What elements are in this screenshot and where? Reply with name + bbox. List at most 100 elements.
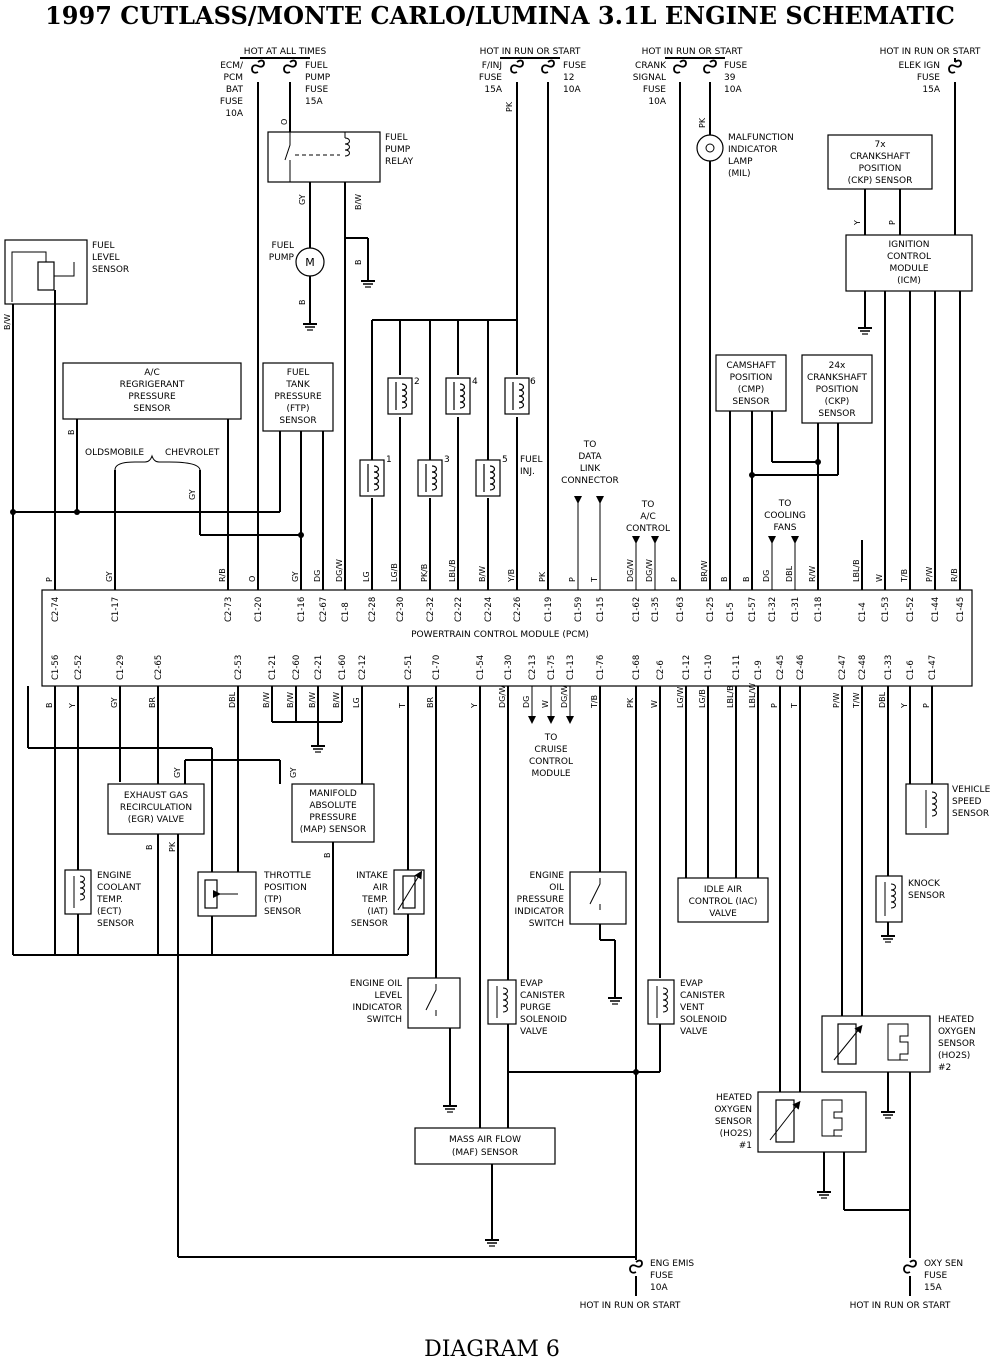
wire-color-label: R/W [808,566,817,582]
svg-text:15A: 15A [922,85,940,95]
wire-color-label: P [770,703,779,708]
svg-text:24x: 24x [829,361,846,371]
svg-text:P: P [888,220,897,225]
ac-sensor-label: A/C REGRIGERANT PRESSURE SENSOR [120,368,185,414]
cmp-label: CAMSHAFT POSITION (CMP) SENSOR [726,361,776,407]
wire-color-label: DBL [228,691,237,708]
fuse-eng-emis: ENG EMIS FUSE 10A [650,1259,694,1293]
pcm-pin-label: C1-62 [632,597,642,622]
pcm-pin-label: C1-54 [476,655,486,680]
hot-run-start-label: HOT IN RUN OR START [850,1301,951,1311]
oil-level-switch [407,977,461,1029]
wire-color-label: DBL [785,565,794,582]
svg-text:VALVE: VALVE [680,1027,708,1037]
svg-text:#1: #1 [739,1141,752,1151]
svg-text:B: B [67,430,76,436]
chevrolet-label: CHEVROLET [165,448,220,458]
svg-text:FUSE: FUSE [724,61,747,71]
resistor-icon [204,879,218,909]
svg-text:(EGR) VALVE: (EGR) VALVE [128,815,185,825]
svg-text:KNOCK: KNOCK [908,879,941,889]
fuse-ecm-bat: ECM/ PCM BAT FUSE 10A [220,61,244,119]
wire-color-label: Y [470,703,479,709]
pcm-pin-label: C1-17 [111,597,121,622]
svg-text:CANISTER: CANISTER [680,991,725,1001]
svg-text:SOLENOID: SOLENOID [680,1015,727,1025]
dlc-label: TO DATA LINK CONNECTOR [561,440,619,486]
svg-text:POSITION: POSITION [859,164,902,174]
pcm-pin-label: C1-10 [704,655,714,680]
pcm-pin-label: C1-57 [748,597,758,622]
pcm-pin-label: C1-75 [547,655,557,680]
pcm-pin-label: C1-44 [931,597,941,622]
pcm-pin-label: C1-47 [928,655,938,680]
wire-color-label: PK/B [420,564,429,582]
ckp-24x-sensor [801,354,873,424]
pcm-pin-label: C1-19 [544,597,554,622]
pcm-pin-label: C1-16 [297,597,307,622]
wire-color-label: Y/B [507,569,516,583]
svg-text:LAMP: LAMP [728,157,753,167]
svg-text:MALFUNCTION: MALFUNCTION [728,133,794,143]
wire-color-label: B/W [286,692,295,708]
svg-text:FUSE: FUSE [924,1271,947,1281]
vent-label: EVAP CANISTER VENT SOLENOID VALVE [680,979,727,1037]
fuse-fuel-pump: FUEL PUMP FUSE 15A [305,61,331,107]
pcm-pin-label: C1-60 [338,655,348,680]
svg-text:PRESSURE: PRESSURE [517,895,565,905]
svg-text:OIL: OIL [549,883,564,893]
wire-color-label: W [541,700,550,708]
pcm-pin-label: C1-59 [574,597,584,622]
pcm-pin-label: C2-67 [319,597,329,622]
ac-refrigerant-sensor [62,362,242,420]
pcm-top-pins: C2-74PC1-17GYC2-73R/BC1-20OC1-16GYC2-67D… [45,559,966,622]
wire-color-label: DBL [878,691,887,708]
pcm-module [41,589,973,687]
evap-vent-solenoid [647,979,675,1025]
svg-text:POSITION: POSITION [730,373,773,383]
pcm-pin-label: C1-56 [51,655,61,680]
svg-text:CRUISE: CRUISE [534,745,567,755]
svg-text:CONTROL: CONTROL [529,757,573,767]
svg-text:VEHICLE: VEHICLE [952,785,991,795]
iac-label: IDLE AIR CONTROL (IAC) VALVE [689,885,758,919]
fuse-crank: CRANK SIGNAL FUSE 10A [633,61,667,107]
svg-text:IDLE AIR: IDLE AIR [704,885,742,895]
svg-text:ENGINE: ENGINE [530,871,565,881]
svg-text:PCM: PCM [224,73,243,83]
pcm-pin-label: C1-20 [254,597,264,622]
svg-text:A/C: A/C [640,512,655,522]
injector-2: 2 [414,377,420,387]
svg-text:F/INJ: F/INJ [482,61,502,71]
svg-text:SENSOR: SENSOR [952,809,989,819]
svg-text:SENSOR: SENSOR [715,1117,752,1127]
svg-text:PRESSURE: PRESSURE [128,392,176,402]
svg-text:FUEL: FUEL [385,133,407,143]
pcm-bottom-pins: C1-56BC2-52YC1-29GYC2-65BRC2-53DBLC1-21B… [45,655,938,709]
svg-text:(CKP) SENSOR: (CKP) SENSOR [848,176,913,186]
svg-text:IGNITION: IGNITION [889,240,930,250]
svg-text:CONTROL (IAC): CONTROL (IAC) [689,897,758,907]
svg-text:15A: 15A [484,85,502,95]
svg-text:12: 12 [563,73,574,83]
wire-color-label: DG [313,570,322,582]
svg-text:INDICATOR: INDICATOR [352,1003,402,1013]
svg-text:PUMP: PUMP [385,145,411,155]
ckp7-label: 7x CRANKSHAFT POSITION (CKP) SENSOR [848,140,913,186]
svg-text:HEATED: HEATED [716,1093,752,1103]
svg-text:CAMSHAFT: CAMSHAFT [726,361,776,371]
pcm-pin-label: C1-13 [566,655,576,680]
svg-text:OXY SEN: OXY SEN [924,1259,963,1269]
wire-color-label: LBL/B [726,685,735,708]
svg-text:(MIL): (MIL) [728,169,750,179]
pcm-pin-label: C1-8 [341,602,351,622]
pcm-pin-label: C1-18 [814,597,824,622]
hot-run-start-label: HOT IN RUN OR START [580,1301,681,1311]
svg-text:Y: Y [853,220,862,226]
svg-text:15A: 15A [924,1283,942,1293]
pcm-pin-label: C2-45 [776,655,786,680]
wire-color-label: LBL/W [748,683,757,708]
pcm-pin-label: C2-13 [528,655,538,680]
fuse-39: FUSE 39 10A [724,61,747,95]
wire-color-label: LBL/B [448,559,457,582]
